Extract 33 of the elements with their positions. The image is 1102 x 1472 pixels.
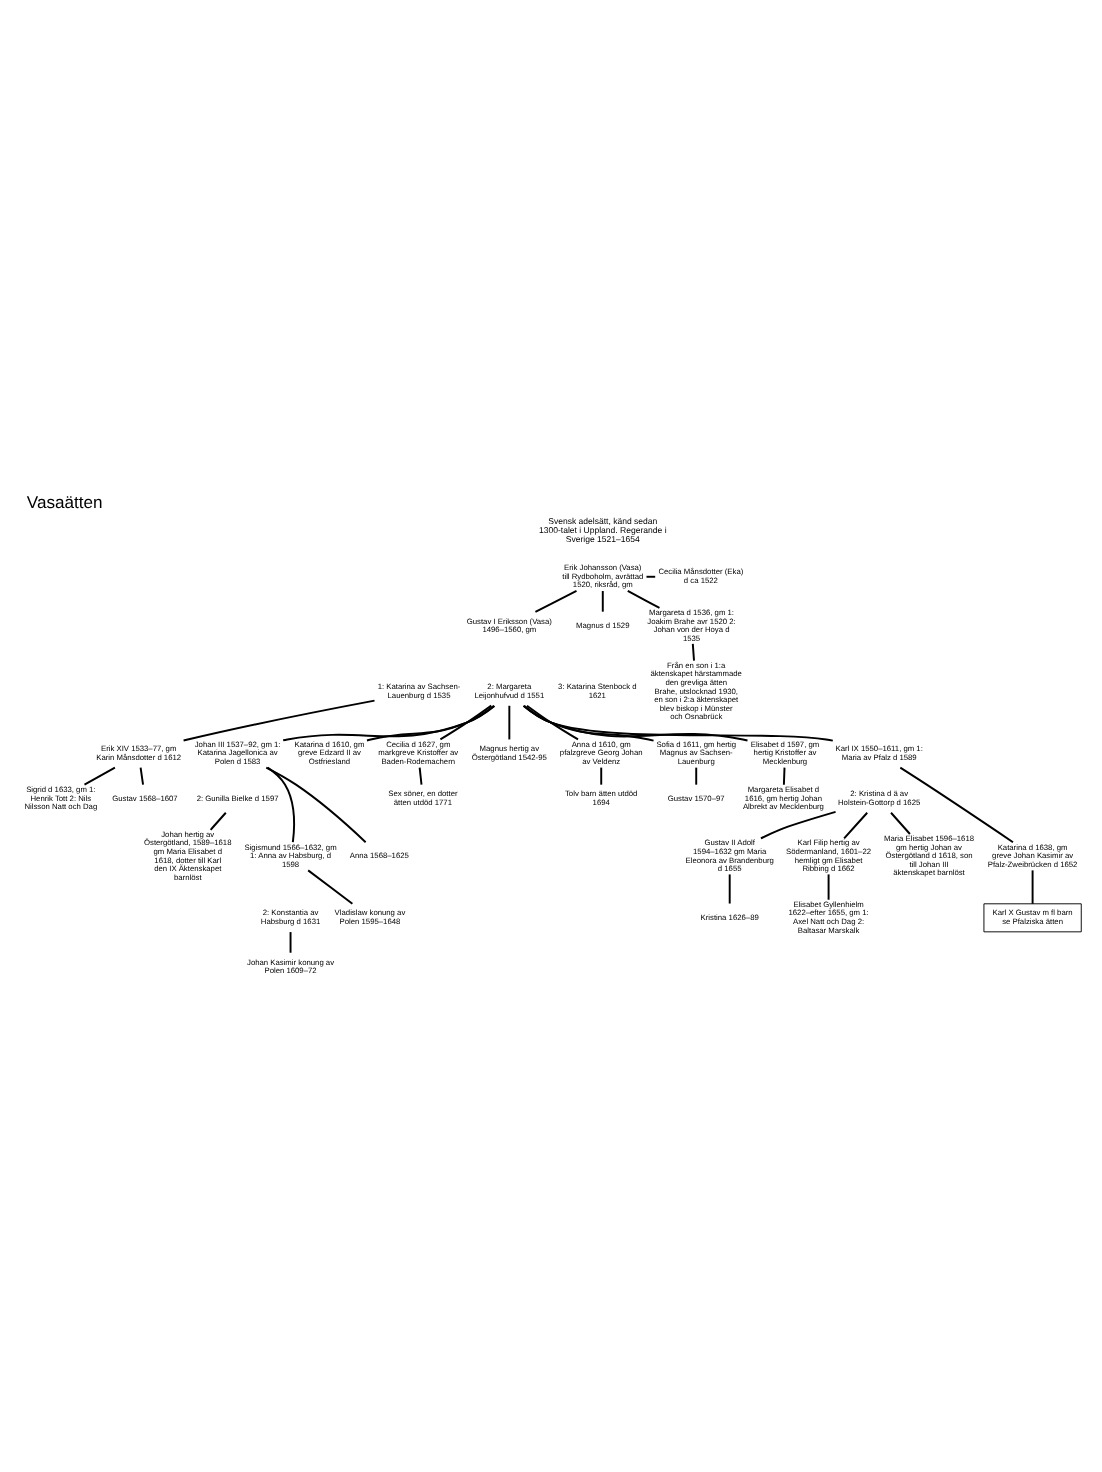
connector [759, 810, 837, 840]
connector [1031, 869, 1034, 905]
connector [600, 766, 603, 786]
connector [83, 766, 116, 786]
connector [534, 589, 578, 613]
connector [695, 766, 698, 786]
connector [890, 811, 911, 835]
connector [307, 869, 354, 905]
connector [508, 704, 511, 741]
connector [626, 589, 661, 609]
connector [782, 766, 786, 786]
connector [266, 766, 296, 844]
connector [843, 811, 869, 840]
connector [289, 931, 292, 954]
connector [282, 704, 496, 742]
connector [526, 704, 579, 741]
connector [265, 766, 367, 844]
connector [899, 766, 1014, 844]
connector [522, 704, 834, 742]
connector [418, 766, 423, 786]
connector [439, 704, 493, 741]
connector [523, 704, 655, 742]
diagram-title: Vasaätten [26, 491, 103, 512]
connector [209, 811, 227, 831]
connector [182, 699, 376, 742]
connector [645, 575, 657, 578]
connector [522, 704, 749, 742]
connector [691, 642, 695, 662]
connector [366, 704, 495, 742]
connector [139, 766, 144, 786]
connector [728, 873, 731, 905]
connector [601, 590, 604, 613]
connector [827, 873, 830, 901]
